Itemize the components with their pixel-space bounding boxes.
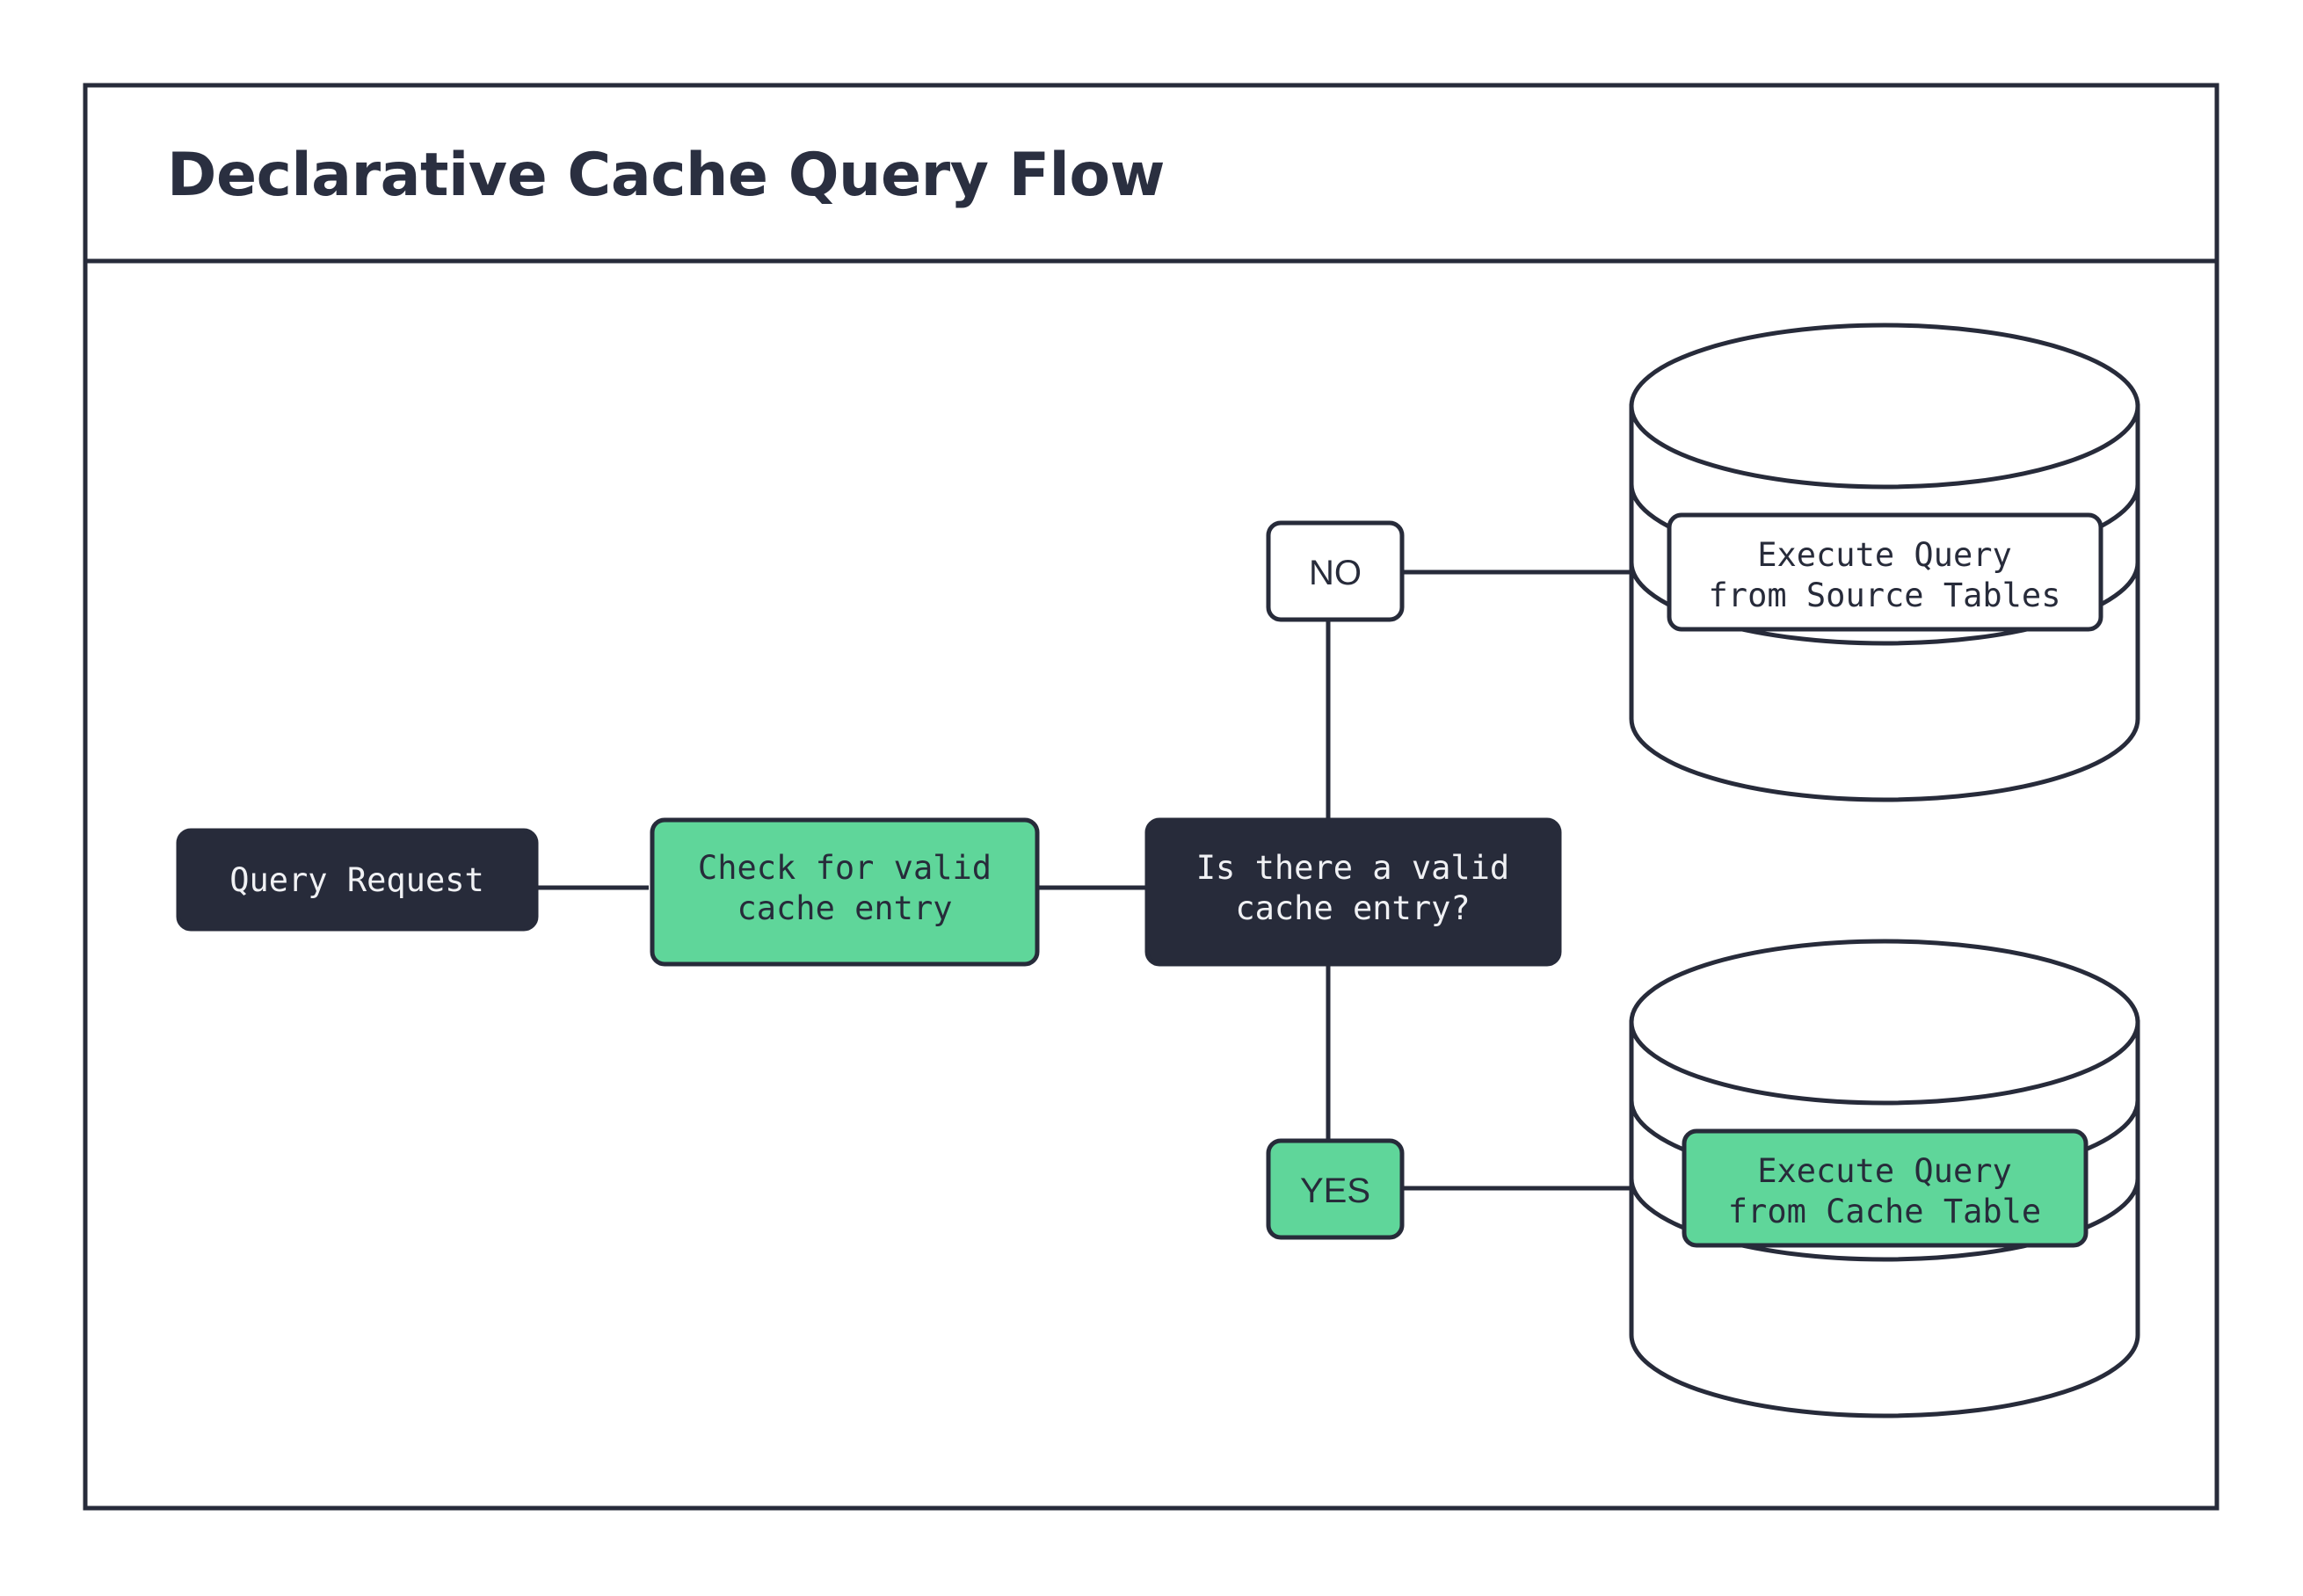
edge-label-no-shape[interactable] (1266, 520, 1405, 622)
node-check-cache[interactable]: Check for valid cache entry (650, 817, 1040, 967)
edge-label-yes[interactable]: YES (1266, 1138, 1405, 1240)
node-decision-label-line2: cache entry? (1235, 889, 1470, 927)
node-source-tables-label-line2: from Source Tables (1709, 577, 2061, 614)
node-decision-shape[interactable] (1144, 817, 1562, 967)
edge-label-yes-shape[interactable] (1266, 1138, 1405, 1240)
node-source-tables-shape[interactable] (1667, 512, 2103, 632)
node-check-cache-label-line2: cache entry (737, 889, 952, 927)
source-db-band-2 (1629, 562, 2140, 646)
node-source-tables[interactable]: Execute Query from Source Tables (1667, 512, 2103, 632)
diagram-frame (83, 83, 2219, 1511)
node-check-cache-shape[interactable] (650, 817, 1040, 967)
node-decision[interactable]: Is there a valid cache entry? (1144, 817, 1562, 967)
node-cache-table-label-line2: from Cache Table (1728, 1193, 2041, 1230)
node-query-request[interactable]: Query Request (176, 828, 539, 932)
page-title: Declarative Cache Query Flow (167, 141, 1165, 210)
source-db-top (1629, 323, 2140, 490)
node-cache-table-shape[interactable] (1682, 1128, 2089, 1248)
cache-db-band-2 (1629, 1178, 2140, 1262)
cache-db-top (1629, 939, 2140, 1106)
node-check-cache-label-line1: Check for valid (698, 849, 992, 887)
edge-label-no-text: NO (1309, 554, 1362, 592)
edge-label-no[interactable]: NO (1266, 520, 1405, 622)
node-query-request-label: Query Request (229, 861, 484, 899)
node-source-tables-label-line1: Execute Query (1757, 536, 2012, 574)
node-cache-table[interactable]: Execute Query from Cache Table (1682, 1128, 2089, 1248)
node-query-request-shape[interactable] (176, 828, 539, 932)
node-decision-label-line1: Is there a valid (1196, 849, 1509, 887)
node-cache-table-label-line1: Execute Query (1757, 1152, 2012, 1190)
edge-label-yes-text: YES (1300, 1172, 1370, 1210)
